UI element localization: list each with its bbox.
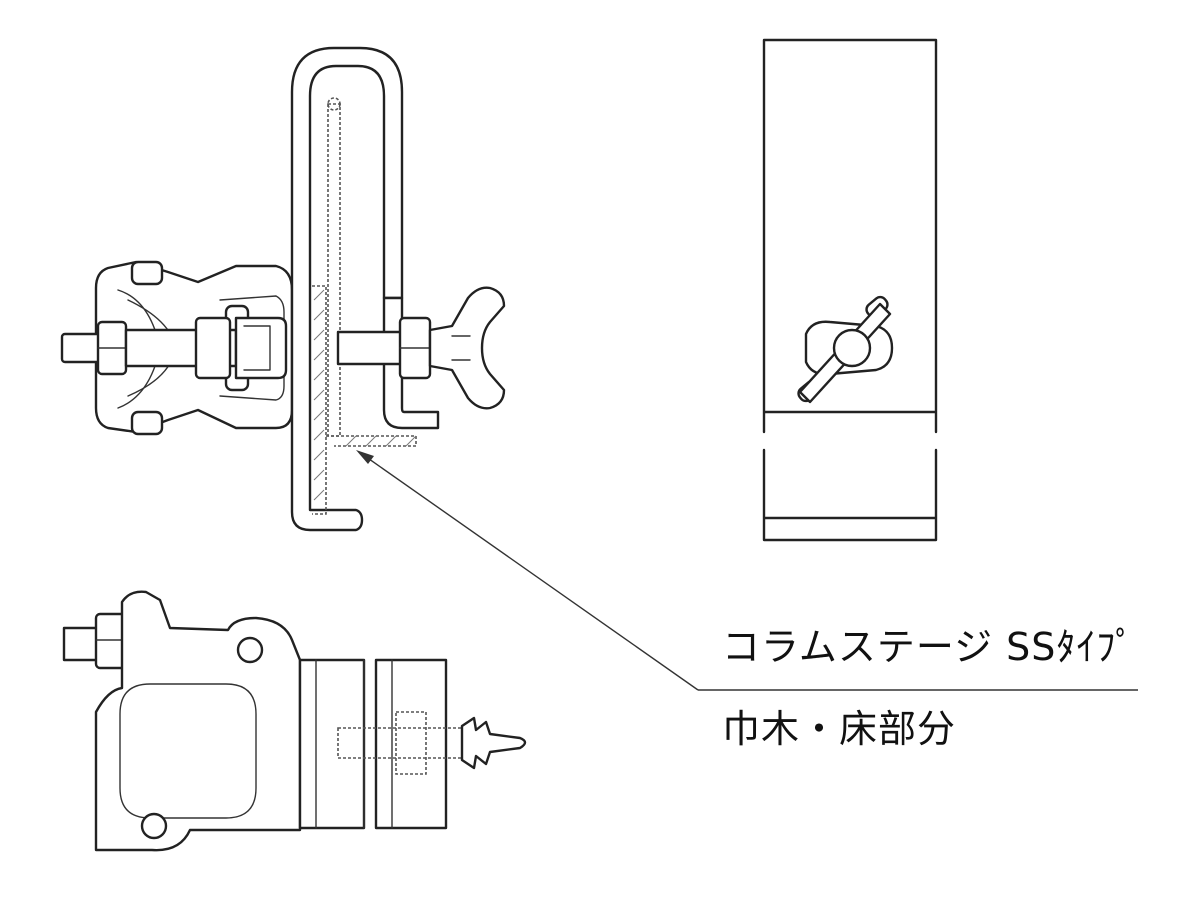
hidden-board-outline [327, 103, 341, 437]
bottom-clamp-hole-top [236, 636, 264, 664]
callout [356, 450, 1138, 691]
callout-product-name: コラムステージ SSﾀｲﾌﾟ [722, 625, 1136, 669]
leader-arrowhead [356, 450, 374, 464]
side-panel-upper [762, 38, 938, 434]
leader-line [361, 453, 699, 691]
j-hook-bracket [290, 46, 404, 532]
bottom-view [62, 590, 527, 852]
side-panel-lower [762, 448, 938, 542]
hinge-pin-bottom [130, 410, 164, 436]
side-view [762, 38, 938, 542]
callout-part-name: 巾木・床部分 [722, 707, 957, 751]
wing-nut [428, 286, 506, 410]
bottom-plate-1 [298, 658, 366, 830]
front-view [60, 46, 506, 532]
board-hatch [313, 289, 417, 501]
bottom-plate-2 [374, 658, 448, 830]
hinge-pin-top [130, 260, 164, 286]
side-bolt-head [832, 328, 872, 368]
bolt-right [336, 330, 408, 366]
bottom-wing-nut [460, 716, 527, 770]
bottom-clamp-hole-bottom [140, 812, 168, 840]
u-bracket [234, 316, 288, 380]
bottom-clamp-body [94, 590, 302, 852]
